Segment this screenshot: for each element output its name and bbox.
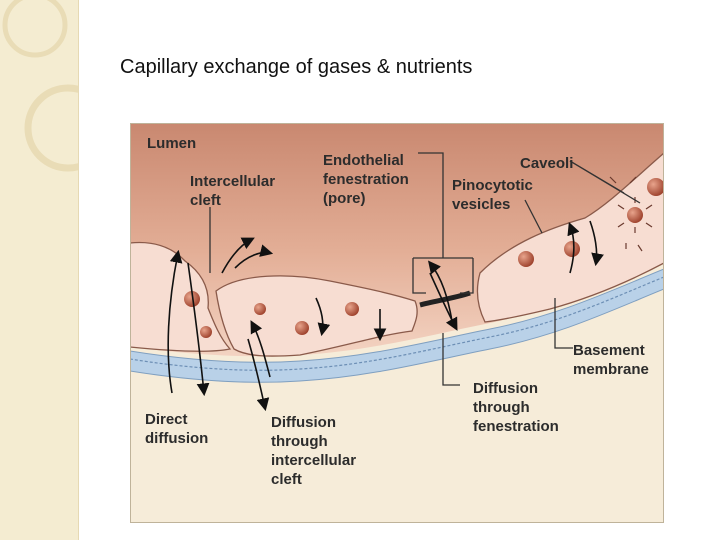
vesicles bbox=[184, 178, 665, 338]
vesicle bbox=[184, 291, 200, 307]
capillary-illustration: Lumen Intercellular cleft Endothelial fe… bbox=[129, 123, 665, 523]
label-caveoli: Caveoli bbox=[520, 155, 573, 172]
process-arrows bbox=[167, 220, 604, 412]
figure-border bbox=[130, 123, 664, 523]
endothelial-cell-right bbox=[476, 151, 665, 323]
membrane-texture bbox=[129, 276, 665, 371]
slide-title: Capillary exchange of gases & nutrients bbox=[120, 56, 473, 78]
label-lumen: Lumen bbox=[147, 135, 196, 152]
label-basement-membrane: Basement membrane bbox=[573, 342, 649, 378]
vesicle bbox=[518, 251, 534, 267]
endothelial-cell-middle bbox=[215, 275, 418, 357]
vesicle bbox=[200, 326, 212, 338]
decorative-circles bbox=[2, 0, 112, 172]
decorative-side-strip bbox=[0, 0, 112, 540]
label-pinocytotic-vesicles: Pinocytotic vesicles bbox=[452, 177, 537, 213]
vesicle bbox=[254, 303, 266, 315]
vesicle bbox=[647, 178, 665, 196]
label-diffusion-intercellular-cleft: Diffusion through intercellular cleft bbox=[271, 414, 360, 488]
capillary-diagram: Lumen Intercellular cleft Endothelial fe… bbox=[129, 123, 665, 523]
vesicle bbox=[345, 302, 359, 316]
vesicle bbox=[564, 241, 580, 257]
label-intercellular-cleft: Intercellular cleft bbox=[190, 173, 279, 209]
caveola-vesicle bbox=[627, 207, 643, 223]
label-direct-diffusion: Direct diffusion bbox=[145, 411, 208, 447]
leader-lines bbox=[209, 152, 641, 386]
label-endothelial-fenestration: Endothelial fenestration (pore) bbox=[323, 152, 413, 207]
fenestration-pore bbox=[419, 290, 471, 308]
label-diffusion-fenestration: Diffusion through fenestration bbox=[473, 380, 559, 435]
vesicle bbox=[295, 321, 309, 335]
